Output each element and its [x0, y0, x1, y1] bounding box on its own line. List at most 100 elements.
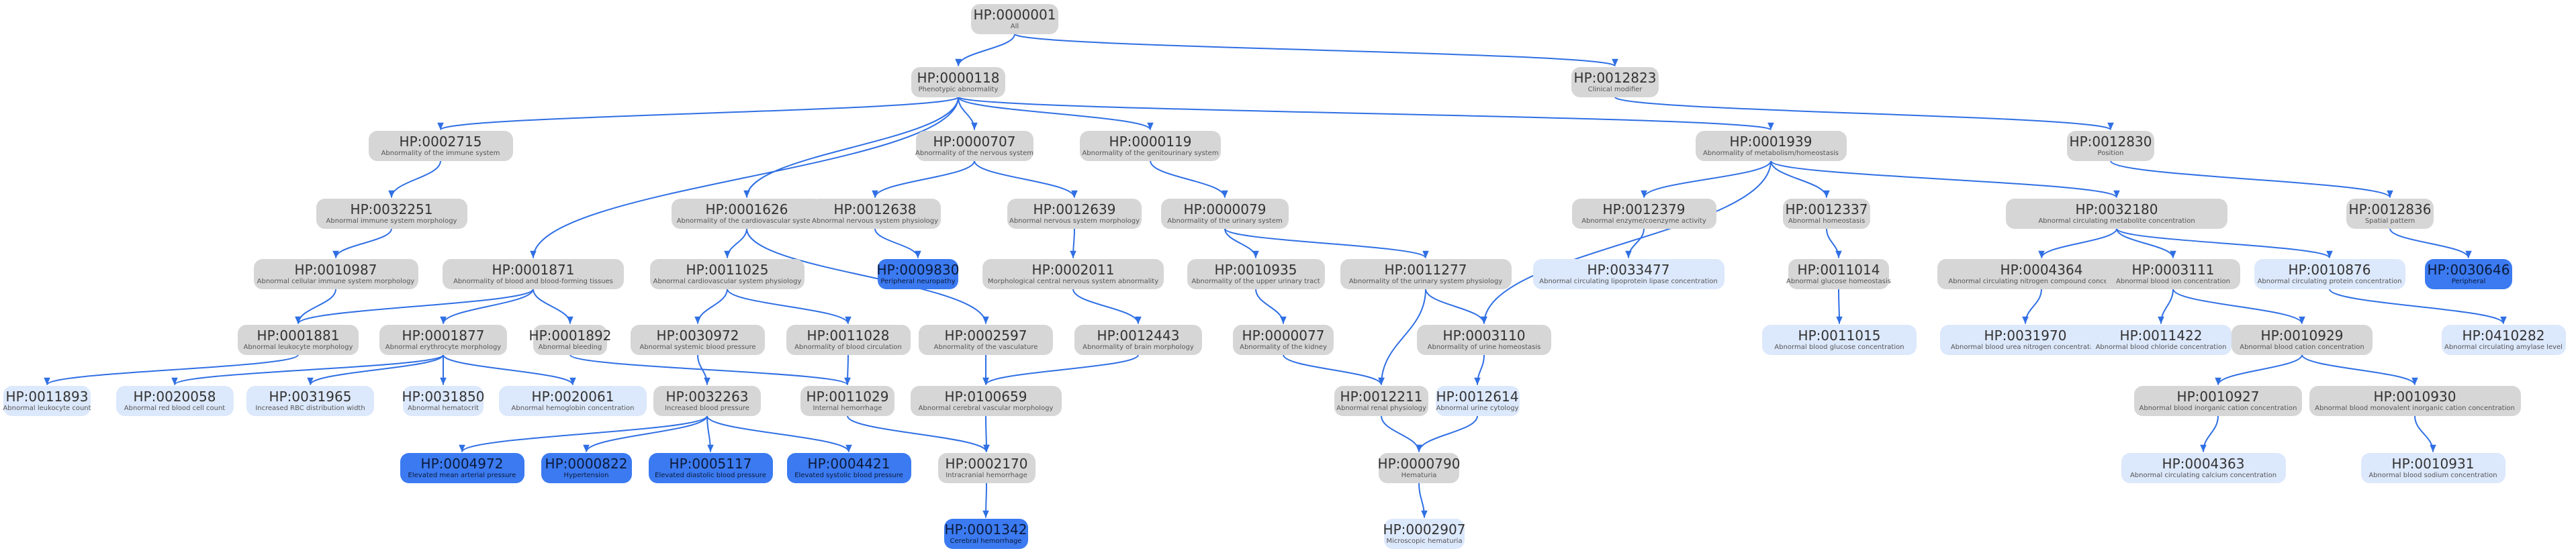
node-id: HP:0011029	[806, 388, 889, 405]
node-label: Abnormality of urine homeostasis	[1427, 343, 1541, 351]
edge-hp-0001939-to-hp-0032180	[1770, 160, 2120, 199]
edge-hp-0001626-to-hp-0011025	[724, 228, 747, 258]
edge-hp-0002011-to-hp-0012443	[1072, 289, 1142, 324]
edge-hp-0000790-to-hp-0002907	[1418, 483, 1428, 518]
edge-hp-0004364-to-hp-0031970	[2022, 289, 2042, 324]
node-label: Peripheral neuropathy	[880, 277, 956, 285]
node-label: Abnormal leukocyte morphology	[243, 343, 353, 351]
edge-hp-0003110-to-hp-0012614	[1474, 354, 1485, 385]
edge-hp-0012443-to-hp-0100659	[982, 354, 1139, 385]
node-id: HP:0020058	[133, 388, 216, 405]
node-id: HP:0004364	[2000, 261, 2083, 278]
edge-hp-0030972-to-hp-0032263	[697, 354, 710, 385]
node-id: HP:0012639	[1033, 201, 1116, 217]
edge-hp-0010935-to-hp-0000077	[1255, 289, 1287, 324]
node-id: HP:0002907	[1383, 521, 1466, 538]
node-label: Clinical modifier	[1588, 85, 1643, 93]
node-label: Abnormal circulating nitrogen compound c…	[1948, 277, 2135, 285]
edge-hp-0011277-to-hp-0003110	[1425, 289, 1487, 324]
edge-hp-0012638-to-hp-0009830	[874, 228, 921, 258]
node-id: HP:0000822	[545, 455, 628, 472]
node-id: HP:0011277	[1384, 261, 1467, 278]
node-id: HP:0000118	[917, 69, 1000, 86]
node-label: Abnormal cardiovascular system physiolog…	[653, 277, 802, 285]
node-label: Abnormal blood cation concentration	[2240, 343, 2364, 351]
node-id: HP:0002170	[945, 455, 1028, 472]
edge-hp-0000118-to-hp-0000119	[958, 96, 1154, 131]
node-id: HP:0030646	[2427, 261, 2510, 278]
node-label: Abnormality of metabolism/homeostasis	[1702, 149, 1839, 157]
node-id: HP:0030972	[656, 327, 739, 344]
node-label: Abnormal hemoglobin concentration	[511, 404, 635, 412]
node-id: HP:0010929	[2260, 327, 2344, 344]
edge-hp-0001871-to-hp-0001892	[533, 289, 573, 324]
edge-hp-0000119-to-hp-0000079	[1150, 160, 1228, 198]
